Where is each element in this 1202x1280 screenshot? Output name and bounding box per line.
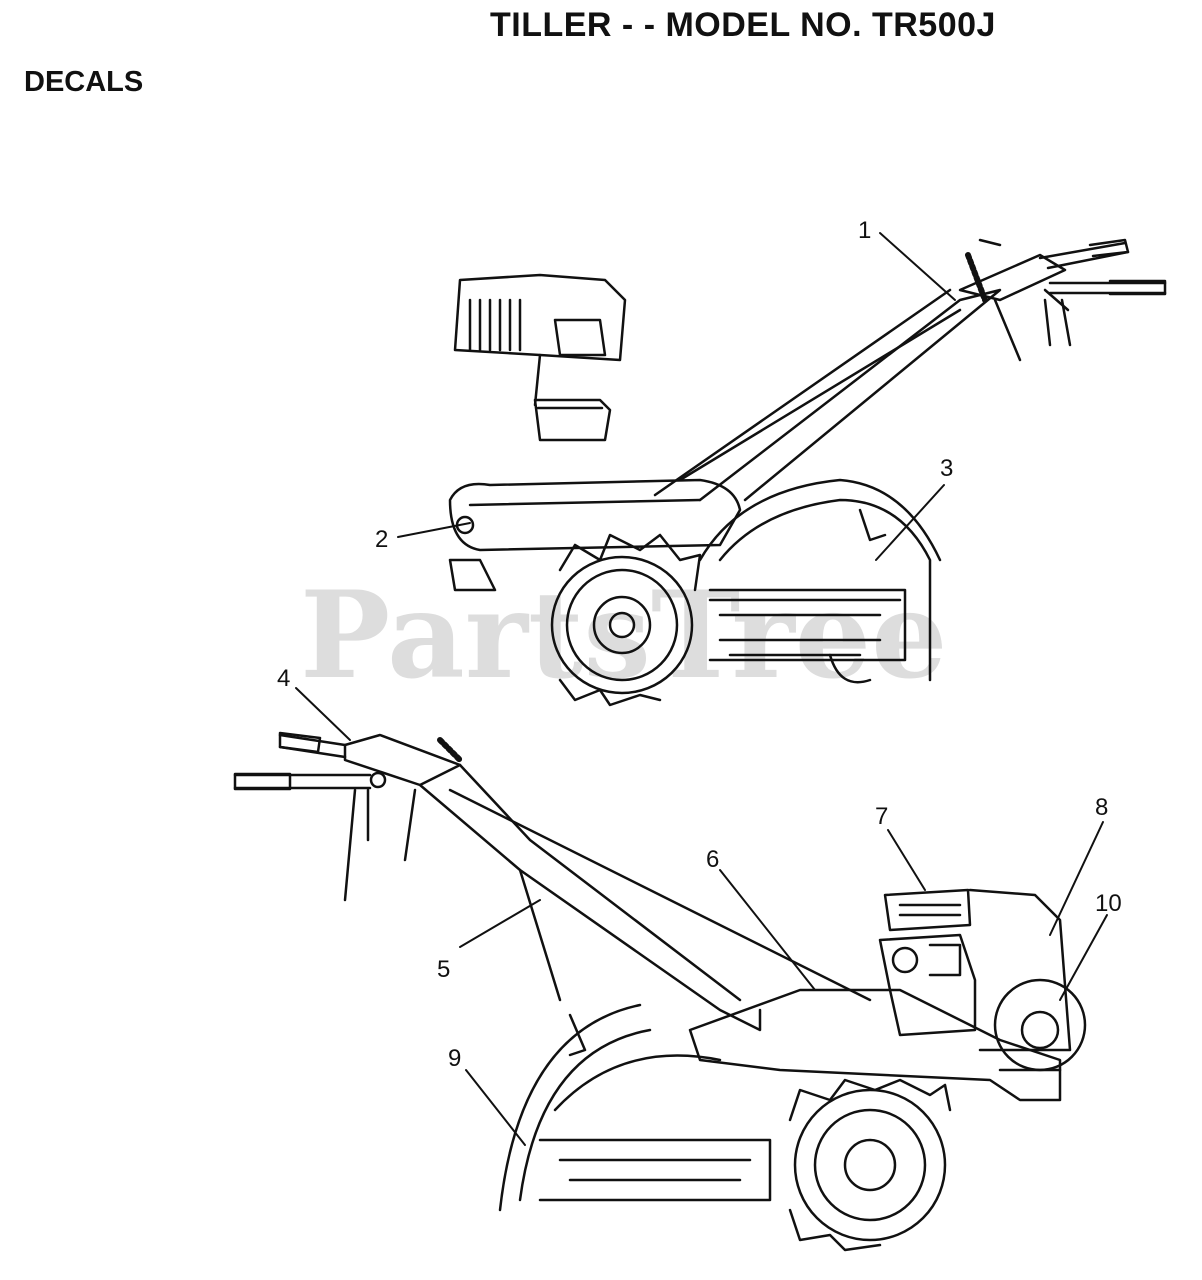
section-title: DECALS <box>24 66 144 98</box>
callout-9: 9 <box>448 1045 461 1072</box>
watermark: PartsTree <box>300 565 948 706</box>
callout-leaders <box>295 232 1108 1146</box>
callout-4: 4 <box>277 665 290 692</box>
callout-6: 6 <box>706 846 719 873</box>
callout-10: 10 <box>1095 890 1122 917</box>
callout-8: 8 <box>1095 794 1108 821</box>
page-title: TILLER - - MODEL NO. TR500J <box>490 6 996 44</box>
callout-1: 1 <box>858 217 871 244</box>
callout-labels: 1 2 3 4 5 6 7 8 10 9 <box>277 217 1122 1072</box>
callout-3: 3 <box>940 455 953 482</box>
callout-5: 5 <box>437 956 450 983</box>
callout-7: 7 <box>875 803 888 830</box>
tiller-top-view <box>448 238 1167 707</box>
tiller-bottom-view <box>233 731 1087 1252</box>
callout-2: 2 <box>375 526 388 553</box>
